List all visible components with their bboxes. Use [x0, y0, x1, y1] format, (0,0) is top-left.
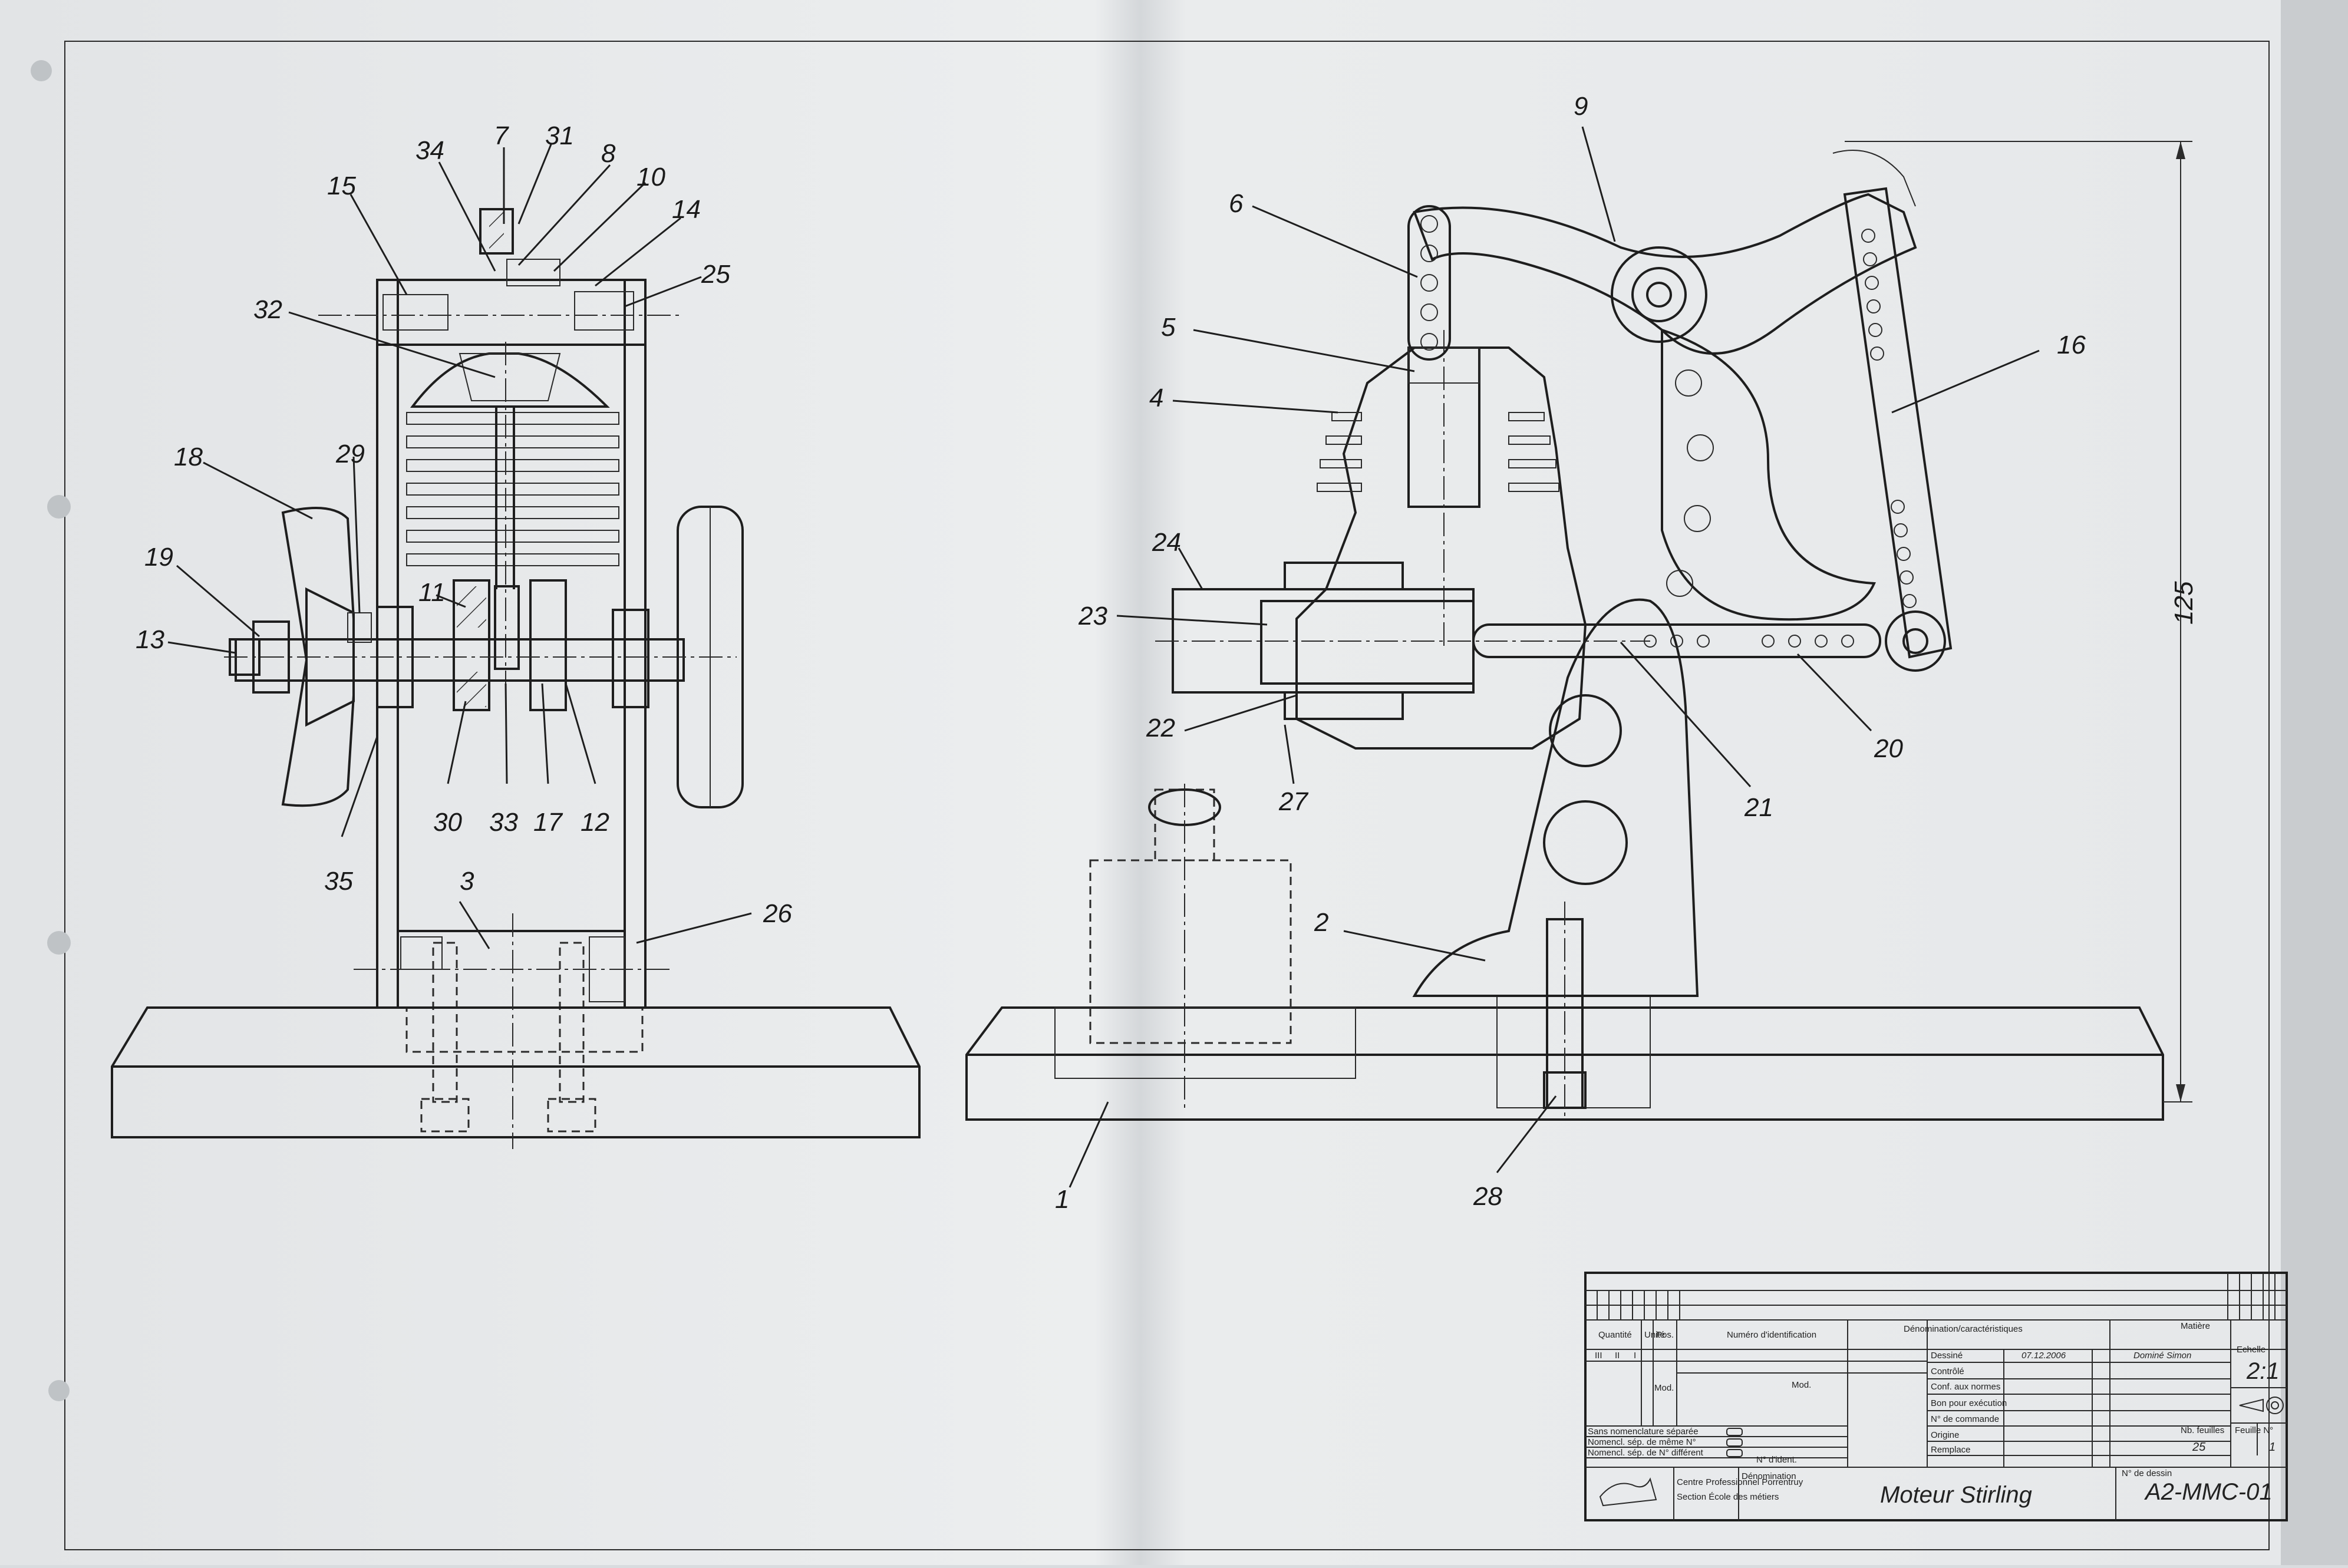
callout-13: 13 [136, 625, 164, 654]
tb-mod-1: Mod. [1654, 1383, 1674, 1393]
callout-21: 21 [1744, 793, 1773, 822]
tb-denomination-header: Dénomination/caractéristiques [1904, 1324, 2023, 1334]
callout-17: 17 [533, 808, 563, 837]
tb-feuille: 1 [2269, 1441, 2276, 1454]
tb-nb-feuilles-label: Nb. feuilles [2181, 1425, 2224, 1435]
callout-27: 27 [1278, 787, 1308, 816]
callout-16: 16 [2057, 331, 2086, 359]
tb-dessine: Dessiné [1931, 1351, 1963, 1361]
callout-6: 6 [1229, 189, 1244, 218]
callout-8: 8 [601, 139, 616, 168]
drawing-number: A2-MMC-01 [2144, 1479, 2273, 1505]
tb-quantite: Quantité [1598, 1330, 1632, 1340]
leader-lines [167, 126, 2040, 1188]
tb-origine: Origine [1931, 1430, 1959, 1440]
callout-35: 35 [324, 867, 353, 896]
projection-symbol-icon [2239, 1397, 2284, 1414]
tb-unite: Unité [1644, 1330, 1665, 1340]
callout-15: 15 [327, 171, 356, 200]
tb-nb-feuilles: 25 [2192, 1441, 2206, 1454]
tb-numero-identification: Numéro d'identification [1727, 1330, 1816, 1340]
callout-24: 24 [1152, 528, 1181, 557]
school-logo [1599, 1477, 1657, 1507]
punch-holes [31, 60, 71, 1401]
tb-author: Dominé Simon [2133, 1351, 2191, 1361]
drawing-title: Moteur Stirling [1880, 1482, 2032, 1508]
callout-29: 29 [335, 440, 365, 468]
tb-rev-3: III [1595, 1351, 1602, 1361]
tb-controle: Contrôlé [1931, 1366, 1964, 1376]
callout-19: 19 [144, 543, 173, 572]
callout-3: 3 [460, 867, 474, 896]
callout-7: 7 [494, 121, 509, 150]
tb-no-commande: N° de commande [1931, 1414, 1999, 1424]
callout-23: 23 [1078, 602, 1107, 630]
callout-34: 34 [415, 136, 444, 165]
right-view [965, 141, 2192, 1121]
tb-echelle-label: Echelle [2237, 1345, 2265, 1355]
callout-10: 10 [637, 163, 665, 192]
tb-rev-2: II [1615, 1351, 1620, 1361]
callout-32: 32 [253, 295, 282, 324]
tb-remplace: Remplace [1931, 1445, 1971, 1455]
tb-feuille-label: Feuille N° [2235, 1425, 2273, 1435]
callout-4: 4 [1149, 384, 1163, 412]
tb-rev-1: I [1634, 1351, 1636, 1361]
tb-conf-normes: Conf. aux normes [1931, 1382, 2000, 1392]
callout-31: 31 [545, 121, 574, 150]
tb-nomencl-different: Nomencl. sép. de N° différent [1588, 1448, 1704, 1458]
callout-26: 26 [763, 899, 792, 928]
checkbox-nomencl-meme [1726, 1438, 1743, 1447]
tb-school-1: Centre Professionnel Porrentruy [1677, 1477, 1803, 1487]
title-block: Quantité Unité Pos. Numéro d'identificat… [1584, 1272, 2288, 1521]
tb-no-dessin-label: N° de dessin [2122, 1468, 2172, 1478]
tb-echelle: 2:1 [2246, 1358, 2280, 1384]
callout-11: 11 [418, 578, 446, 607]
tb-bon-execution: Bon pour exécution [1931, 1398, 2007, 1408]
callout-1: 1 [1055, 1185, 1069, 1214]
tb-pos: Pos. [1656, 1330, 1674, 1340]
callout-14: 14 [672, 195, 701, 224]
callout-28: 28 [1473, 1182, 1502, 1211]
tb-nomencl-meme: Nomencl. sép. de même N° [1588, 1437, 1696, 1447]
tb-school-2: Section École des métiers [1677, 1492, 1779, 1502]
callout-20: 20 [1874, 734, 1903, 763]
callout-5: 5 [1161, 313, 1176, 342]
dimension-125: 125 [2169, 581, 2198, 625]
tb-n-ident: N° d'ident. [1756, 1455, 1797, 1465]
tb-mod-2: Mod. [1792, 1380, 1811, 1390]
callout-9: 9 [1574, 92, 1588, 121]
callout-12: 12 [581, 808, 609, 837]
callout-25: 25 [701, 260, 730, 289]
checkbox-nomencl-different [1726, 1449, 1743, 1457]
callout-30: 30 [433, 808, 462, 837]
tb-denomination-label: Dénomination [1742, 1471, 1796, 1481]
tb-sans-nomenclature: Sans nomenclature séparée [1588, 1427, 1699, 1437]
callout-2: 2 [1314, 908, 1328, 937]
paper [0, 0, 2281, 1565]
callout-labels: 7 31 34 8 10 14 15 25 32 18 29 19 13 11 … [136, 92, 2198, 1214]
tb-date: 07.12.2006 [2021, 1351, 2066, 1361]
callout-22: 22 [1146, 714, 1175, 742]
checkbox-sans-nomenclature [1726, 1428, 1743, 1436]
left-view [111, 208, 921, 1149]
drawing-border [64, 41, 2270, 1550]
callout-18: 18 [174, 443, 203, 471]
tb-matiere: Matière [2181, 1321, 2210, 1331]
callout-33: 33 [489, 808, 518, 837]
